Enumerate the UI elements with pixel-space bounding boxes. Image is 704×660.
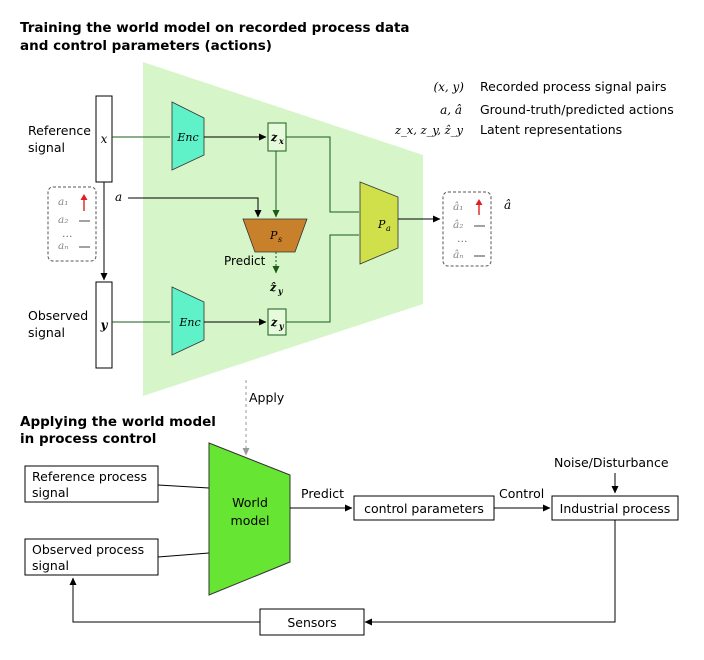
legend-symbol-xy: (x, y) bbox=[433, 80, 464, 94]
state-predictor bbox=[242, 218, 308, 253]
legend: (x, y) Recorded process signal pairs a, … bbox=[394, 79, 674, 137]
encoder-bottom bbox=[171, 286, 205, 356]
world-model-label-2: model bbox=[231, 513, 270, 528]
world-model-label-1: World bbox=[232, 495, 268, 510]
observed-signal-label-1: Observed bbox=[28, 308, 88, 323]
predict-label-application: Predict bbox=[301, 486, 344, 501]
reference-process-signal-label-1: Reference process bbox=[32, 469, 147, 484]
sensors-box bbox=[259, 608, 365, 636]
legend-text-latents: Latent representations bbox=[480, 122, 622, 137]
a-symbol: a bbox=[115, 190, 122, 204]
zy-to-action-predictor-line bbox=[286, 234, 359, 323]
predicted-action-ellipsis: … bbox=[457, 233, 468, 245]
action-ellipsis: … bbox=[62, 228, 73, 240]
legend-symbol-actions: a, â bbox=[440, 103, 462, 117]
action-a1-arrowhead bbox=[80, 194, 88, 200]
x-symbol: x bbox=[101, 132, 108, 146]
reference-process-signal-box bbox=[24, 465, 159, 503]
reference-signal-label-2: signal bbox=[28, 140, 65, 155]
y-signal-box bbox=[95, 281, 113, 369]
zhat-label: ẑ bbox=[269, 281, 277, 294]
action-predictor bbox=[359, 181, 399, 265]
application-title-line2: in process control bbox=[20, 431, 156, 447]
zx-to-action-predictor-line bbox=[286, 136, 359, 213]
sensors-to-observed-arrow bbox=[69, 577, 260, 623]
world-model bbox=[208, 442, 291, 596]
observed-signal-label-2: signal bbox=[28, 325, 65, 340]
predicted-action-n: âₙ bbox=[453, 249, 464, 261]
observed-process-signal-label-2: signal bbox=[32, 558, 69, 573]
input-actions-box bbox=[47, 186, 97, 262]
encoder-top bbox=[171, 101, 205, 171]
application-title-line1: Applying the world model bbox=[20, 414, 216, 430]
a-hat-symbol: â bbox=[504, 198, 511, 212]
action-predictor-label: P bbox=[377, 218, 386, 231]
action-predictor-subscript: a bbox=[386, 224, 391, 233]
predict-label-training: Predict bbox=[224, 254, 266, 268]
legend-symbol-latents: z_x, z_y, ẑ_y bbox=[394, 123, 464, 137]
predicted-action-1: â₁ bbox=[453, 201, 463, 213]
action-a1: a₁ bbox=[58, 196, 68, 208]
reference-to-world-model-line bbox=[157, 484, 210, 489]
industrial-process-label: Industrial process bbox=[560, 501, 671, 516]
state-predictor-subscript: s bbox=[278, 235, 282, 244]
legend-text-actions: Ground-truth/predicted actions bbox=[480, 102, 674, 117]
reference-process-signal-label-2: signal bbox=[32, 485, 69, 500]
industrial-process-box bbox=[551, 495, 679, 521]
training-title-line2: and control parameters (actions) bbox=[20, 38, 272, 54]
predicted-action-2: â₂ bbox=[453, 219, 463, 231]
zx-label: z bbox=[270, 131, 278, 144]
reference-signal-label-1: Reference bbox=[28, 123, 91, 138]
observed-process-signal-label-1: Observed process bbox=[32, 542, 144, 557]
legend-text-signal-pairs: Recorded process signal pairs bbox=[480, 79, 666, 94]
observed-to-world-model-line bbox=[157, 552, 210, 558]
output-actions-box bbox=[442, 191, 492, 267]
control-parameters-label: control parameters bbox=[364, 501, 484, 516]
a-to-predictor-arrow bbox=[128, 197, 262, 218]
y-symbol: y bbox=[100, 318, 109, 332]
action-an: aₙ bbox=[58, 240, 69, 252]
sensors-label: Sensors bbox=[287, 615, 336, 630]
training-title-line1: Training the world model on recorded pro… bbox=[20, 20, 410, 36]
encoder-bottom-label: Enc bbox=[178, 316, 200, 329]
zx-subscript: x bbox=[278, 136, 284, 146]
zy-label: z bbox=[270, 316, 278, 329]
zhat-subscript: y bbox=[277, 286, 284, 296]
state-predictor-label: P bbox=[269, 229, 278, 242]
process-to-sensors-arrow bbox=[364, 520, 616, 626]
zy-subscript: y bbox=[278, 321, 285, 331]
control-label: Control bbox=[499, 486, 544, 501]
encoder-top-label: Enc bbox=[176, 131, 198, 144]
predicted-action-1-arrowhead bbox=[475, 199, 483, 205]
action-a2: a₂ bbox=[58, 214, 68, 226]
apply-label: Apply bbox=[249, 390, 285, 405]
noise-disturbance-label: Noise/Disturbance bbox=[554, 455, 669, 470]
